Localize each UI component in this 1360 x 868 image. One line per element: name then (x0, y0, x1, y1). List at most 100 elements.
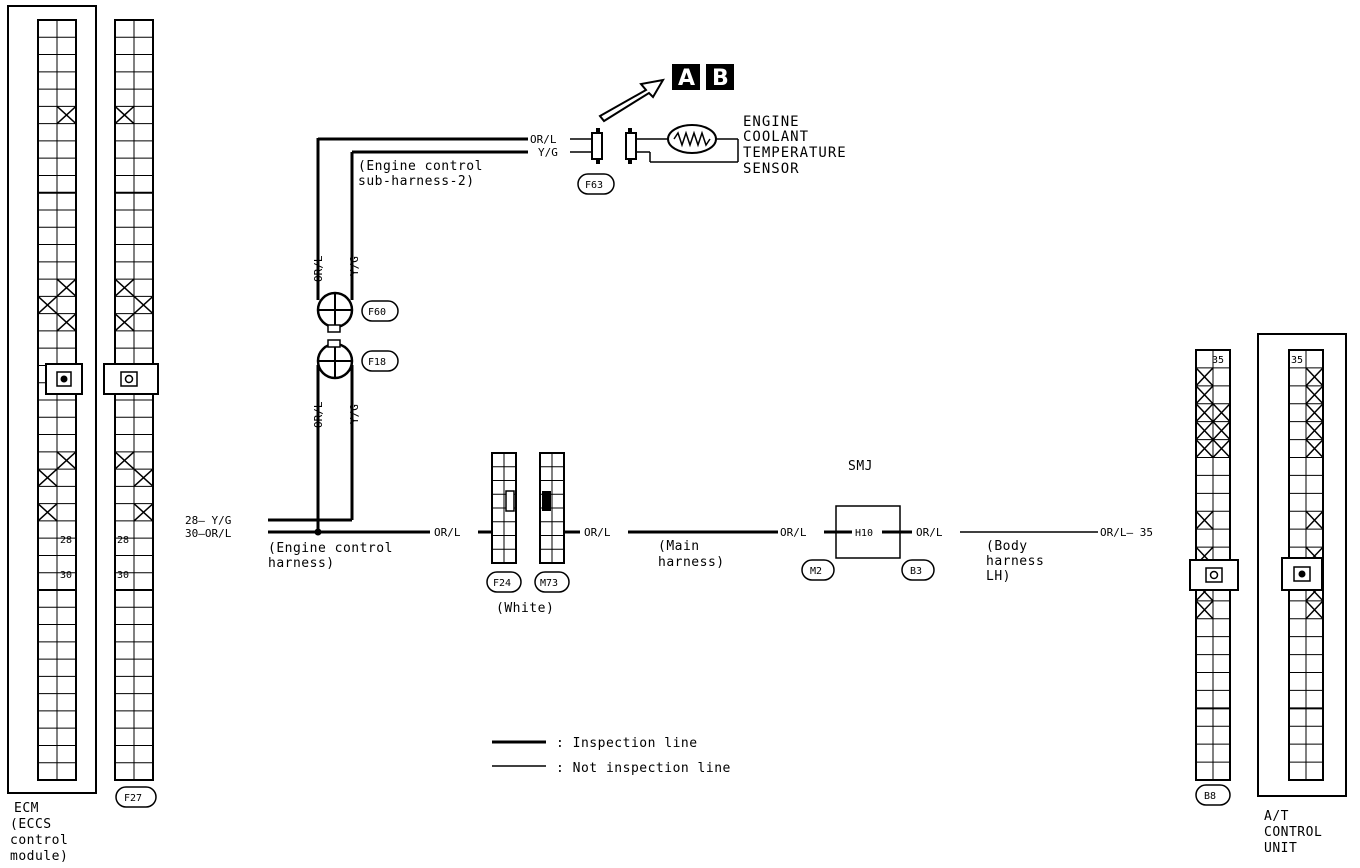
ecm-lock-inner (56, 371, 72, 387)
ecm-label-1: ECM (14, 801, 39, 816)
unused-pin-mark (1195, 600, 1214, 620)
unused-pin-mark (1195, 439, 1214, 459)
unused-pin-mark (1305, 385, 1324, 405)
f63-yg-label: Y/G (538, 146, 558, 159)
f27-pin-28: 28 (117, 535, 129, 546)
unused-pin-mark (1305, 367, 1324, 387)
f18-tag (361, 350, 399, 372)
atcu-lock-inner (1293, 566, 1311, 582)
ecm-label-3: control (10, 833, 68, 848)
unused-pin-mark (1305, 510, 1324, 530)
unused-pin-mark (1195, 403, 1214, 423)
m73-tag-label: M73 (540, 578, 558, 589)
body-harness-label-2: harness (986, 554, 1044, 569)
unused-pin-mark (133, 503, 154, 522)
unused-pin-mark (1212, 421, 1231, 441)
smj-junction: SMJ H10 M2 B3 (801, 459, 935, 581)
ecm-lock-dot (60, 375, 68, 383)
f60-tag (361, 300, 399, 322)
sub2-harness-label-1: (Engine control (358, 159, 483, 174)
unused-pin-mark (56, 313, 77, 332)
m2-tag (801, 559, 835, 581)
unused-pin-mark (56, 105, 77, 125)
atcu-label-3: UNIT (1264, 841, 1297, 856)
body-harness: OR/L (Body harness LH) OR/L— 35 (916, 526, 1153, 584)
ecm-pin-28: 28 (60, 535, 72, 546)
unused-pin-mark (1305, 403, 1324, 423)
f18-connector: F18 (316, 339, 399, 380)
main-harness-label-1: (Main (658, 539, 700, 554)
b-box (706, 64, 734, 90)
m2-tag-label: M2 (810, 566, 822, 577)
wire-main-orl-label: OR/L (584, 526, 611, 539)
unused-pin-mark (56, 278, 77, 297)
unused-pin-mark (56, 451, 77, 470)
f27-pin-30: 30 (117, 570, 129, 581)
atcu-label-1: A/T (1264, 809, 1289, 824)
b8-tag-label: B8 (1204, 791, 1216, 802)
wire-b3-orl-label: OR/L (916, 526, 943, 539)
f63-plug-right-nub2 (628, 159, 632, 164)
wire-yg-lower-label: Y/G (348, 404, 361, 424)
ecm-pin-30: 30 (60, 570, 72, 581)
smj-h10-label: H10 (855, 528, 873, 539)
b8-tag (1195, 784, 1231, 806)
ecm-unit: 28 30 ECM (ECCS control module) (7, 5, 97, 864)
unused-pin-mark (1305, 439, 1324, 459)
atcu-unit: 35 A/T CONTROL UNIT (1257, 333, 1347, 856)
unused-pin-mark (1195, 421, 1214, 441)
b8-lock-inner (1205, 567, 1223, 583)
unused-pin-mark (114, 451, 135, 470)
sub2-harness-label-2: sub-harness-2) (358, 174, 475, 189)
b8-lock-ring (1209, 570, 1219, 580)
legend: : Inspection line : Not inspection line (492, 736, 730, 776)
m73-connector: M73 (534, 452, 570, 593)
unused-pin-mark (1195, 367, 1214, 387)
a-box-label: A (678, 66, 695, 91)
ecm-wires: 28— Y/G 30—OR/L OR/L OR/L Y/G OR/L Y/G (… (185, 137, 528, 571)
b8-lock (1189, 559, 1239, 591)
unused-pin-mark (114, 313, 135, 332)
f24-lock (505, 490, 515, 512)
wire-28-label: 28— Y/G (185, 514, 231, 527)
f60-tag-label: F60 (368, 307, 386, 318)
f63-connector: OR/L Y/G F63 (530, 128, 637, 195)
sensor-label-4: SENSOR (743, 161, 800, 177)
eng-harness-label-2: harness) (268, 556, 335, 571)
f60-key (327, 324, 341, 333)
m73-tag (534, 571, 570, 593)
wire-orl-upper-label: OR/L (312, 255, 325, 282)
f18-key (327, 339, 341, 348)
f63-plug-right (625, 132, 637, 160)
main-harness-label-2: harness) (658, 555, 725, 570)
sensor-label-2: COOLANT (743, 129, 809, 145)
ecm-label-4: module) (10, 849, 68, 864)
unused-pin-mark (1305, 600, 1324, 620)
ab-reference: A B (598, 64, 734, 123)
wire-orl-f24-label: OR/L (434, 526, 461, 539)
f63-tag-label: F63 (585, 180, 603, 191)
ecm-outline (7, 5, 97, 794)
legend-inspection-label: : Inspection line (556, 736, 698, 751)
body-harness-label-3: LH) (986, 569, 1011, 584)
atcu-label-2: CONTROL (1264, 825, 1322, 840)
b3-tag-label: B3 (910, 566, 922, 577)
f27-grid-lines (114, 20, 154, 780)
unused-pin-mark (37, 295, 58, 315)
atcu-lock-dot (1298, 570, 1306, 578)
b3-tag (901, 559, 935, 581)
b-box-label: B (712, 66, 729, 91)
f24-tag-label: F24 (493, 578, 511, 589)
ecm-label-2: (ECCS (10, 817, 52, 832)
f63-plug-left-nub2 (596, 159, 600, 164)
a-box (672, 64, 700, 90)
unused-pin-mark (133, 468, 154, 487)
b8-pin-35: 35 (1212, 355, 1224, 366)
wire-b8-label: OR/L— 35 (1100, 526, 1153, 539)
f63-plug-left-nub (596, 128, 600, 133)
sensor-label-1: ENGINE (743, 114, 800, 130)
f27-tag-label: F27 (124, 793, 142, 804)
atcu-pin-35: 35 (1291, 355, 1303, 366)
f63-plug-right-nub (628, 128, 632, 133)
